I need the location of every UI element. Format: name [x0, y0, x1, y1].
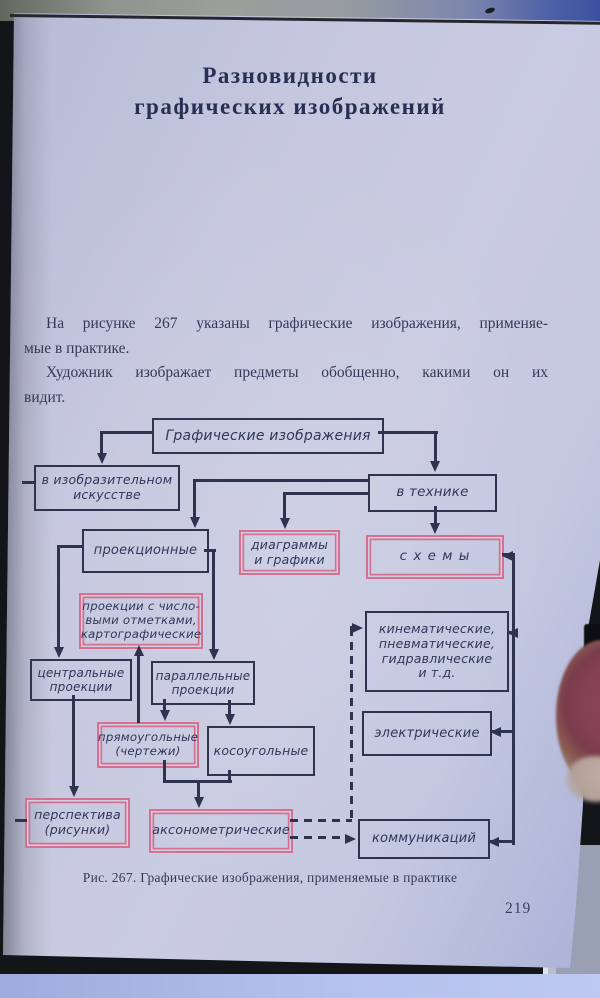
- node-diagrams-graphs: диаграммы и графики: [239, 530, 340, 575]
- connector: [283, 492, 286, 520]
- body-line: Художник изображает предметы обобщенно, …: [46, 364, 548, 382]
- arrowhead-right: [352, 622, 363, 633]
- connector: [434, 506, 437, 525]
- connector: [212, 549, 215, 651]
- node-parallel-projections: параллельные проекции: [151, 661, 255, 705]
- connector: [193, 479, 196, 521]
- connector: [57, 545, 83, 548]
- arrowhead-left: [490, 726, 501, 737]
- connector: [204, 549, 216, 552]
- arrowhead-left: [488, 836, 499, 847]
- node-kinematic-pneumatic: кинематические, пневматические, гидравли…: [365, 611, 509, 692]
- node-schemes: с х е м ы: [366, 535, 504, 579]
- arrowhead-right: [345, 833, 356, 844]
- connector-dashed: [290, 836, 346, 839]
- connector: [283, 492, 369, 495]
- connector: [228, 770, 231, 783]
- node-numeric-mark-projections: проекции с число- выми отметками, картог…: [79, 593, 203, 649]
- arrowhead-down: [208, 649, 219, 660]
- page-title-line2: графических изображений: [134, 94, 446, 119]
- connector: [193, 479, 369, 482]
- body-text: На рисунке 267 указаны графические изобр…: [24, 312, 548, 410]
- node-central-projections: центральные проекции: [30, 659, 132, 701]
- node-axonometric: аксонометрические: [149, 809, 293, 853]
- connector: [137, 655, 140, 723]
- body-line: На рисунке 267 указаны графические изобр…: [46, 315, 548, 332]
- arrowhead-down: [429, 523, 440, 534]
- connector: [434, 431, 437, 463]
- arrowhead-down: [279, 518, 290, 529]
- connector: [163, 760, 166, 783]
- connector-stub: [15, 819, 27, 822]
- arrowhead-down: [429, 461, 440, 472]
- node-rectangular-drawings: прямоугольные (чертежи): [97, 722, 199, 768]
- page-title: Разновидности графических изображений: [0, 60, 580, 122]
- connector: [488, 840, 514, 843]
- connector: [72, 695, 75, 788]
- arrowhead-down: [68, 786, 79, 797]
- body-line: мые в практике.: [24, 339, 130, 357]
- page-title-line1: Разновидности: [202, 63, 378, 88]
- connector-dashed: [290, 819, 352, 822]
- connector-dashed: [350, 628, 353, 824]
- body-line: видит.: [24, 388, 66, 406]
- node-technics: в технике: [368, 474, 497, 512]
- connector: [378, 431, 438, 434]
- connector: [490, 730, 514, 733]
- figure-caption: Рис. 267. Графические изображения, приме…: [82, 870, 458, 885]
- arrowhead-down: [159, 710, 170, 721]
- connector-rail: [512, 553, 515, 845]
- page-number: 219: [505, 900, 532, 917]
- connector: [197, 780, 200, 799]
- arrowhead-left: [502, 550, 513, 561]
- arrowhead-up: [133, 645, 144, 656]
- arrowhead-left: [507, 627, 518, 638]
- arrowhead-down: [53, 647, 64, 658]
- connector: [100, 431, 154, 434]
- node-fine-arts: в изобразительном искусстве: [34, 465, 180, 511]
- node-projections: проекционные: [82, 529, 209, 573]
- arrowhead-down: [189, 517, 200, 528]
- connector: [163, 699, 166, 712]
- arrowhead-down: [96, 453, 107, 464]
- connector: [100, 431, 103, 456]
- arrowhead-down: [193, 797, 204, 808]
- node-communications: коммуникаций: [358, 819, 490, 859]
- connector: [228, 700, 231, 716]
- node-graphic-images: Графические изображения: [152, 418, 384, 454]
- connector: [57, 545, 60, 650]
- connector-stub: [22, 481, 35, 484]
- arrowhead-down: [224, 714, 235, 725]
- node-perspective-drawings: перспектива (рисунки): [25, 798, 130, 848]
- table-surface: [0, 974, 600, 998]
- node-oblique: косоугольные: [207, 726, 315, 776]
- node-electrical: электрические: [362, 711, 492, 756]
